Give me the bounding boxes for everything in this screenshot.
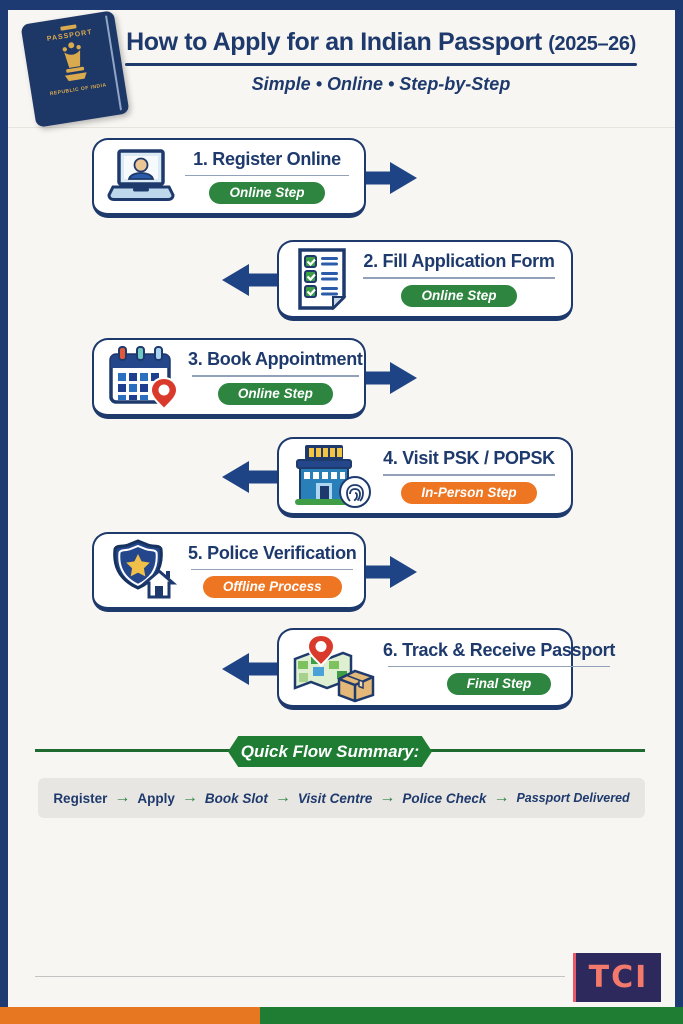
laptop-user-icon: [104, 148, 178, 206]
passport-icon: PASSPORT REPUBLIC OF INDIA: [20, 10, 130, 128]
summary-heading: Quick Flow Summary:: [240, 741, 420, 761]
step-6-divider: [387, 665, 611, 668]
header-soft-divider: [8, 127, 675, 128]
step-1-divider: [185, 174, 349, 177]
checklist-icon: [289, 247, 355, 311]
step-5-title: 5. Police Verification: [188, 542, 357, 563]
flow-arrow-icon: →: [493, 789, 510, 806]
step-card-3: 3. Book Appointment Online Step: [92, 338, 366, 419]
tci-logo: TCI: [573, 953, 661, 1002]
arrow-right-icon: [360, 362, 417, 394]
step-2-text: 2. Fill Application Form Online Step: [355, 251, 563, 307]
summary-ribbon: Quick Flow Summary:: [228, 736, 432, 767]
step-2-divider: [363, 277, 555, 279]
frame-border-left: [0, 0, 8, 1024]
step-4-title: 4. Visit PSK / POPSK: [383, 448, 555, 469]
step-card-1: 1. Register Online Online Step: [92, 138, 366, 218]
step-1-title: 1. Register Online: [193, 148, 341, 169]
step-5-divider: [191, 568, 354, 571]
flow-item-book-slot: Book Slot: [204, 790, 268, 806]
flow-item-register: Register: [53, 790, 108, 806]
flow-arrow-icon: →: [274, 789, 291, 806]
header: How to Apply for an Indian Passport (202…: [125, 28, 637, 95]
frame-border-right: [675, 0, 683, 1024]
step-6-text: 6. Track & Receive Passport Final Step: [379, 640, 619, 696]
arrow-left-icon: [222, 653, 279, 685]
page-title-text: How to Apply for an Indian Passport: [126, 28, 542, 56]
passport-spine: [105, 15, 123, 111]
step-3-text: 3. Book Appointment Online Step: [184, 349, 367, 405]
building-fingerprint-icon: [289, 443, 375, 509]
step-2-title: 2. Fill Application Form: [363, 251, 555, 272]
title-underline: [125, 63, 637, 66]
flow-item-police-check: Police Check: [402, 790, 487, 806]
frame-border-top: [0, 0, 683, 10]
footer-divider: [35, 976, 565, 977]
step-2-badge: Online Step: [401, 284, 517, 307]
map-package-icon: [289, 633, 379, 703]
footer-bar-orange: [0, 1007, 260, 1024]
step-4-text: 4. Visit PSK / POPSK In-Person Step: [375, 448, 563, 504]
step-6-badge: Final Step: [446, 673, 552, 696]
step-5-text: 5. Police Verification Offline Process: [184, 543, 360, 599]
step-card-6: 6. Track & Receive Passport Final Step: [277, 628, 615, 710]
arrow-right-icon: [360, 556, 417, 588]
page-title: How to Apply for an Indian Passport (202…: [125, 28, 637, 57]
flow-arrow-icon: →: [114, 789, 131, 806]
summary-flow-bar: Register → Apply → Book Slot → Visit Cen…: [38, 778, 645, 818]
step-4-badge: In-Person Step: [401, 481, 537, 504]
step-5-badge: Offline Process: [202, 576, 342, 599]
step-card-2: 2. Fill Application Form Online Step: [277, 240, 573, 321]
flow-item-apply: Apply: [137, 790, 175, 806]
page-subtitle: Simple • Online • Step-by-Step: [251, 74, 511, 94]
step-4-divider: [382, 474, 556, 476]
arrow-left-icon: [222, 264, 279, 296]
step-3-badge: Online Step: [217, 382, 333, 405]
flow-item-passport-delivered: Passport Delivered: [516, 791, 630, 805]
step-1-badge: Online Step: [209, 182, 325, 205]
police-badge-house-icon: [104, 538, 184, 603]
step-1-text: 1. Register Online Online Step: [178, 149, 356, 205]
arrow-right-icon: [360, 162, 417, 194]
ashoka-emblem-icon: [62, 42, 87, 82]
passport-gold-bar: [60, 24, 77, 31]
flow-arrow-icon: →: [379, 789, 396, 806]
step-3-divider: [191, 375, 360, 377]
step-card-5: 5. Police Verification Offline Process: [92, 532, 366, 612]
step-6-title: 6. Track & Receive Passport: [383, 639, 616, 660]
tci-logo-text: TCI: [588, 960, 649, 995]
step-3-title: 3. Book Appointment: [188, 349, 363, 370]
page-title-year: (2025–26): [548, 33, 636, 55]
flow-arrow-icon: →: [181, 789, 198, 806]
step-card-4: 4. Visit PSK / POPSK In-Person Step: [277, 437, 573, 518]
arrow-left-icon: [222, 461, 279, 493]
footer-bar-green: [260, 1007, 683, 1024]
flow-item-visit-centre: Visit Centre: [297, 790, 373, 806]
calendar-pin-icon: [104, 345, 184, 409]
